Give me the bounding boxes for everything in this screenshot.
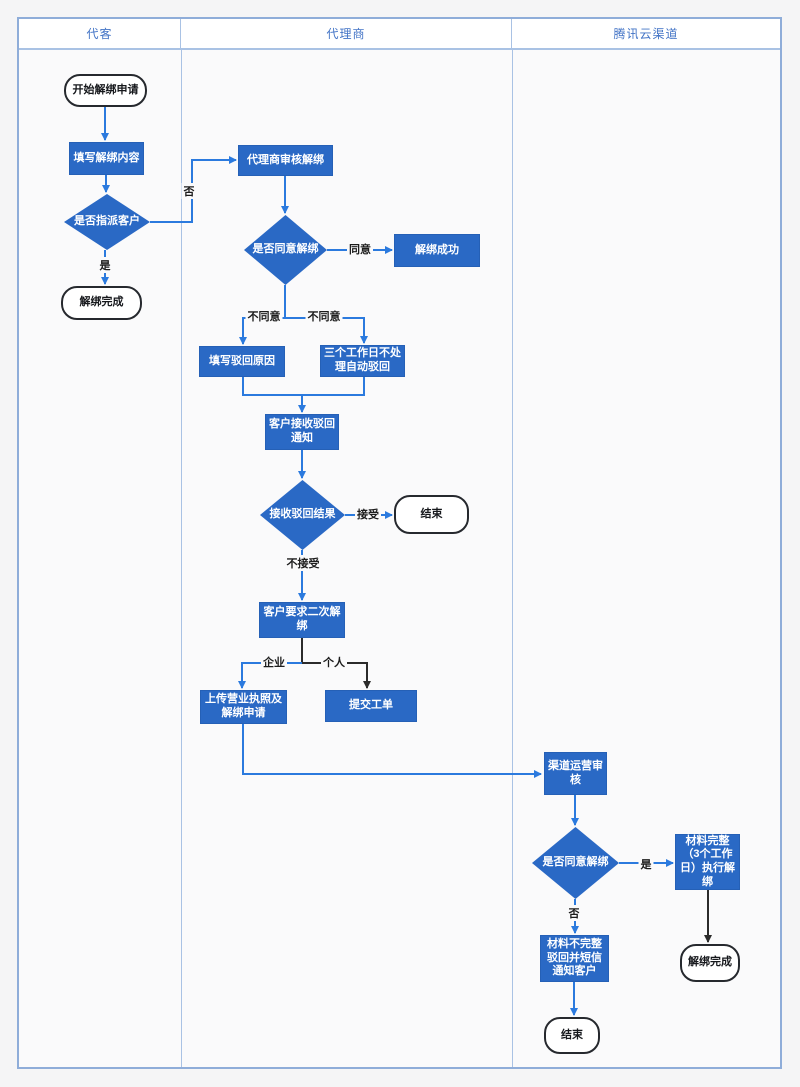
- edge-label-9: 是: [638, 856, 654, 872]
- node-agent-review-unbind: 代理商审核解绑: [238, 145, 333, 176]
- node-second-unbind-request: 客户要求二次解绑: [259, 602, 345, 638]
- edge-label-3: 不同意: [245, 308, 283, 324]
- lane-divider-2: [512, 50, 513, 1067]
- lane-divider-1: [181, 50, 182, 1067]
- node-fill-unbind-content: 填写解绑内容: [69, 142, 144, 175]
- lane-header-tencent-channel-label: 腾讯云渠道: [613, 27, 679, 41]
- edge-label-5: 接受: [355, 506, 381, 522]
- edge-label-1: 否: [181, 183, 197, 199]
- edge-label-2: 同意: [347, 241, 373, 257]
- node-end-1: 结束: [394, 495, 469, 534]
- connector-8: [242, 377, 365, 396]
- node-end-2: 结束: [544, 1017, 600, 1054]
- node-unbind-done-2: 解绑完成: [680, 944, 740, 982]
- lane-header-customer: 代客: [19, 19, 181, 48]
- node-unbind-success: 解绑成功: [394, 234, 480, 267]
- edge-label-0: 是: [97, 257, 113, 273]
- edge-label-4: 不同意: [305, 308, 343, 324]
- flowchart-canvas: 代客 代理商 腾讯云渠道 是否同意不同意不同意接受不接受企业个人是否 开始解绑申…: [17, 17, 782, 1069]
- lane-header-customer-label: 代客: [86, 27, 113, 41]
- node-channel-ops-review: 渠道运营审核: [544, 752, 607, 795]
- lane-header-tencent-channel: 腾讯云渠道: [512, 19, 780, 48]
- node-fill-reject-reason: 填写驳回原因: [199, 346, 285, 377]
- node-materials-incomplete: 材料不完整驳回并短信通知客户: [540, 935, 609, 982]
- node-submit-ticket: 提交工单: [325, 690, 417, 722]
- node-upload-license: 上传营业执照及解绑申请: [200, 690, 287, 724]
- node-auto-reject-3days: 三个工作日不处理自动驳回: [320, 345, 405, 377]
- connector-16: [242, 724, 542, 778]
- lane-header-agent: 代理商: [181, 19, 512, 48]
- node-customer-receive-reject: 客户接收驳回通知: [265, 414, 339, 450]
- node-unbind-done-1: 解绑完成: [61, 286, 142, 320]
- node-materials-complete: 材料完整（3个工作日）执行解绑: [675, 834, 740, 890]
- edge-label-7: 企业: [261, 654, 287, 670]
- swimlane-header: 代客 代理商 腾讯云渠道: [19, 19, 780, 50]
- edge-label-6: 不接受: [284, 555, 322, 571]
- lane-header-agent-label: 代理商: [326, 27, 366, 41]
- connector-layer: [101, 107, 712, 1016]
- edge-label-10: 否: [566, 905, 582, 921]
- node-start-unbind-request: 开始解绑申请: [64, 74, 147, 107]
- edge-label-8: 个人: [321, 654, 347, 670]
